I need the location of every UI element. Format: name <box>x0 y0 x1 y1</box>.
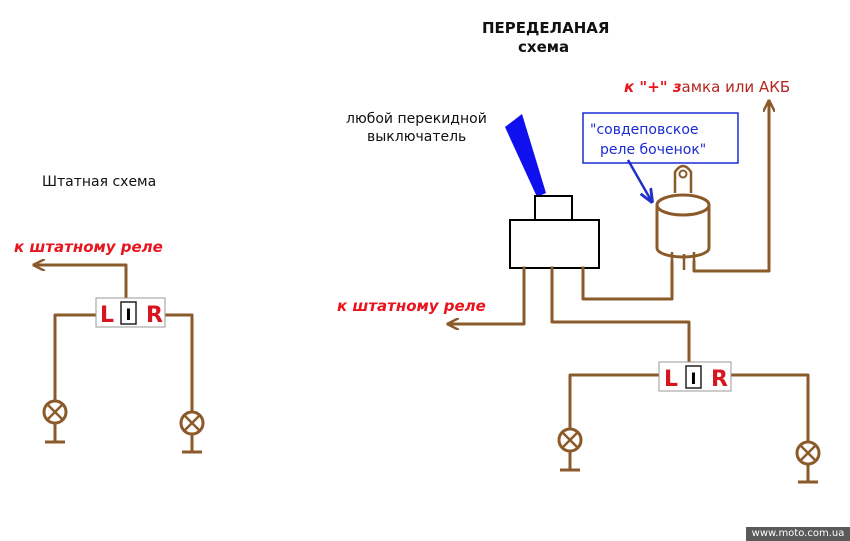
left-turn-switch: L I R <box>95 297 166 328</box>
barrel-relay-callout-box <box>582 112 739 164</box>
left-relay-wire <box>32 265 128 300</box>
barrel-relay-icon <box>655 164 711 270</box>
callout-arrow-icon <box>626 159 652 202</box>
right-switch-l: L <box>664 367 678 392</box>
toggle-switch-icon <box>509 195 600 269</box>
left-l-wire <box>53 313 98 402</box>
right-title-line2: схема <box>518 38 569 56</box>
left-to-relay-label: к штатному реле <box>14 238 163 256</box>
right-turn-switch: L I R <box>658 361 732 392</box>
watermark: www.moto.com.ua <box>746 527 850 541</box>
left-switch-center: I <box>126 305 132 324</box>
left-title: Штатная схема <box>42 174 156 190</box>
toggle-lever-icon <box>505 114 546 197</box>
switch-to-lr-wire <box>550 266 691 364</box>
left-r-wire <box>163 313 194 412</box>
right-lamp-l-icon <box>557 427 583 472</box>
to-power-prefix: к "+" з <box>624 78 682 96</box>
right-lamp-r-icon <box>795 440 821 484</box>
left-lamp-l-icon <box>42 399 68 444</box>
left-switch-l: L <box>100 303 114 328</box>
right-relay-wire <box>446 266 526 324</box>
toggle-label-line2: выключатель <box>367 129 466 145</box>
right-l-wire <box>568 373 661 430</box>
right-to-relay-label: к штатному реле <box>337 297 486 315</box>
barrel-label-line2: реле боченок" <box>600 142 706 158</box>
relay-to-power-wire <box>692 99 769 273</box>
right-switch-r: R <box>711 367 728 392</box>
left-lamp-r-icon <box>179 410 205 454</box>
left-switch-r: R <box>146 303 163 328</box>
to-power-suffix: амка или АКБ <box>682 78 791 96</box>
right-r-wire <box>729 373 810 442</box>
toggle-label-line1: любой перекидной <box>346 111 487 127</box>
barrel-label-line1: "совдеповское <box>590 122 699 138</box>
to-power-label: к "+" замка или АКБ <box>624 78 790 96</box>
right-switch-center: I <box>691 369 697 388</box>
right-title-line1: ПЕРЕДЕЛАНАЯ <box>482 19 609 37</box>
switch-to-relay-wire <box>581 260 674 301</box>
